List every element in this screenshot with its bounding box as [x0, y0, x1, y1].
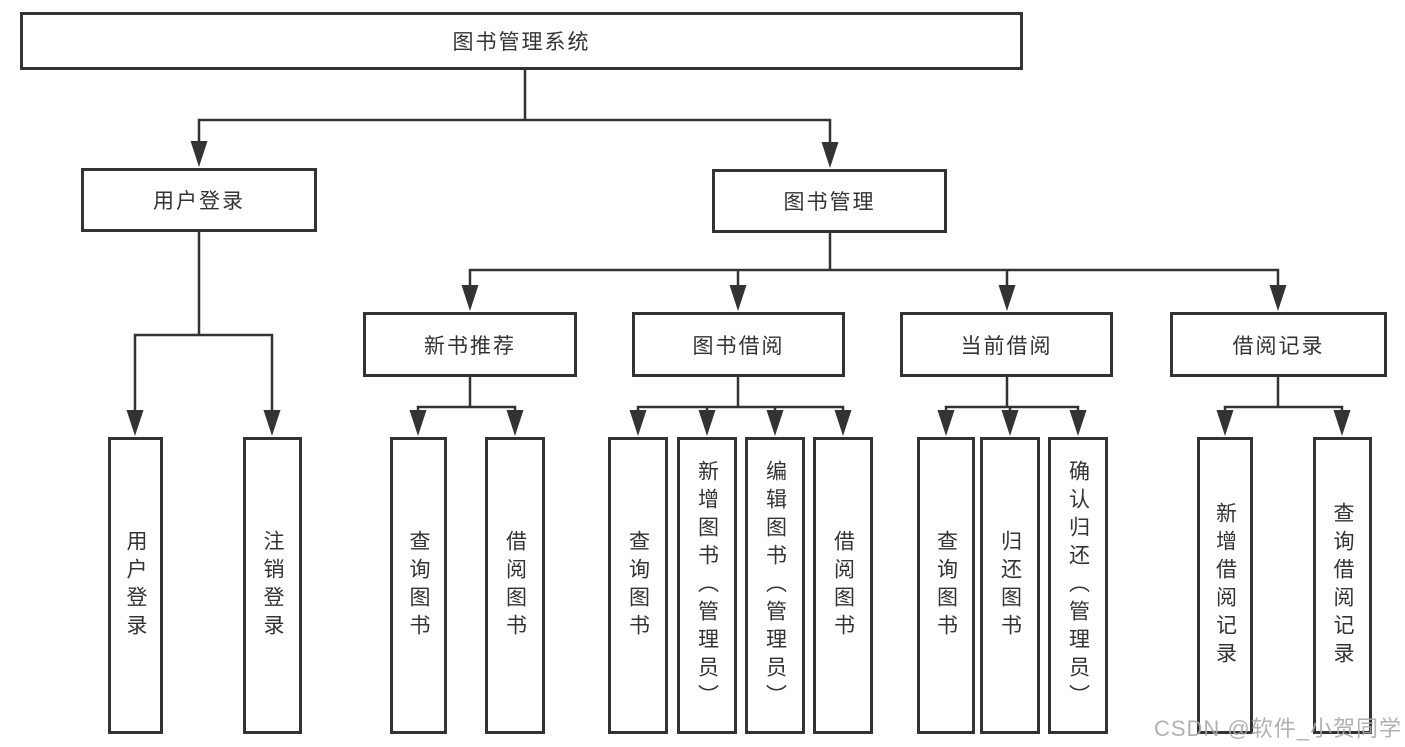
node-user-login: 用户登录 [81, 168, 317, 232]
node-label: 新增借阅记录 [1213, 501, 1237, 670]
node-label: 编辑图书（管理员） [763, 459, 787, 712]
node-label: 注销登录 [261, 529, 285, 642]
leaf-borrow-books: 借阅图书 [813, 437, 873, 734]
leaf-query-books-current: 查询图书 [917, 437, 975, 734]
node-label: 用户登录 [124, 529, 148, 642]
leaf-borrow-books-recommend: 借阅图书 [485, 437, 545, 734]
leaf-user-login: 用户登录 [108, 437, 163, 734]
node-borrow-records: 借阅记录 [1170, 312, 1387, 377]
node-label: 新增图书（管理员） [695, 459, 719, 712]
node-new-book-recommend: 新书推荐 [363, 312, 577, 377]
node-label: 借阅图书 [831, 529, 855, 642]
node-label: 新书推荐 [424, 334, 516, 358]
leaf-add-borrow-record: 新增借阅记录 [1197, 437, 1253, 734]
node-label: 归还图书 [998, 529, 1022, 642]
node-book-management: 图书管理 [712, 169, 947, 233]
leaf-add-books-admin: 新增图书（管理员） [677, 437, 737, 734]
node-label: 图书管理 [783, 191, 876, 214]
leaf-query-books-borrow: 查询图书 [608, 437, 668, 734]
node-book-borrow: 图书借阅 [632, 312, 845, 377]
node-label: 查询借阅记录 [1331, 501, 1355, 670]
node-label: 查询图书 [626, 529, 650, 642]
leaf-return-books: 归还图书 [980, 437, 1040, 734]
node-label: 查询图书 [407, 529, 431, 642]
node-label: 图书借阅 [692, 334, 785, 358]
leaf-confirm-return-admin: 确认归还（管理员） [1048, 437, 1108, 734]
node-label: 借阅图书 [503, 529, 527, 642]
node-current-borrow: 当前借阅 [900, 312, 1113, 377]
leaf-logout: 注销登录 [243, 437, 302, 734]
arrowheads [126, 141, 1351, 436]
leaf-edit-books-admin: 编辑图书（管理员） [745, 437, 805, 734]
node-label: 确认归还（管理员） [1066, 459, 1090, 712]
node-label: 当前借阅 [960, 334, 1053, 358]
node-label: 图书管理系统 [452, 31, 591, 54]
leaf-query-books-recommend: 查询图书 [390, 437, 447, 734]
node-root-book-management-system: 图书管理系统 [20, 12, 1023, 70]
leaf-query-borrow-record: 查询借阅记录 [1313, 437, 1372, 734]
node-label: 查询图书 [934, 529, 958, 642]
node-label: 借阅记录 [1232, 334, 1325, 358]
node-label: 用户登录 [153, 190, 245, 213]
